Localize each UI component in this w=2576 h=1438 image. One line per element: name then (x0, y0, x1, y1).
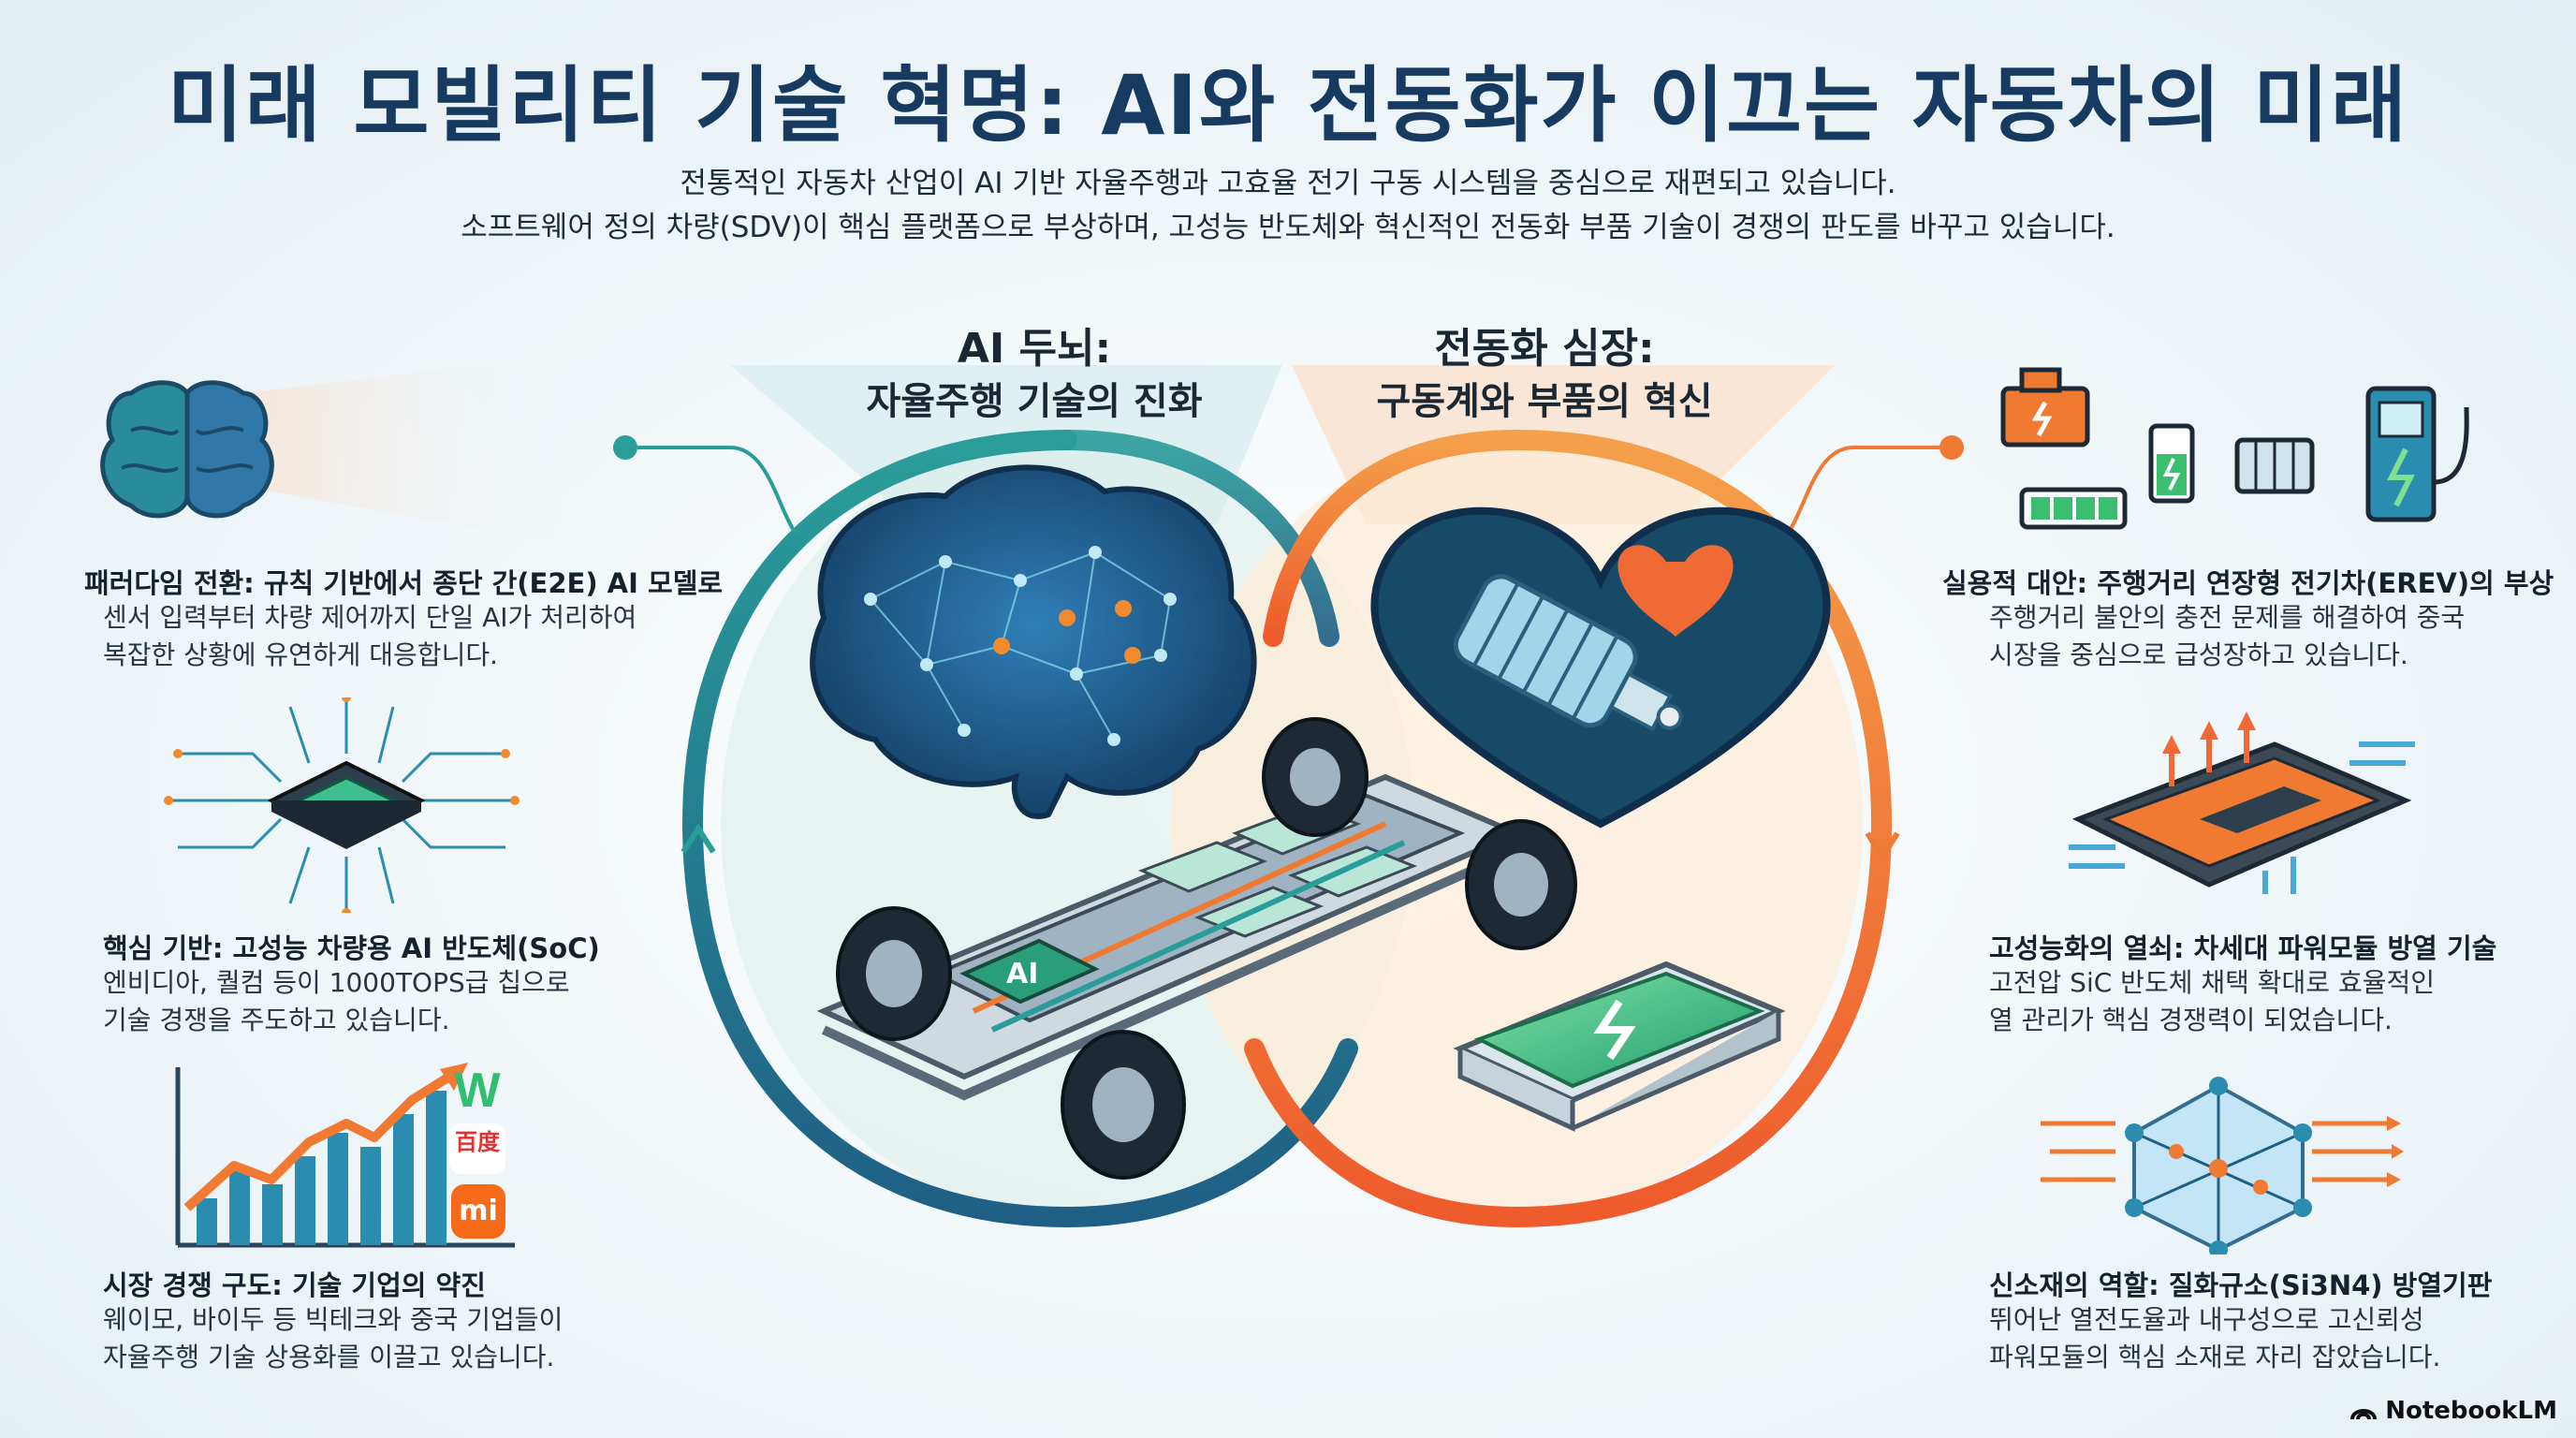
notebooklm-label: NotebookLM (2385, 1397, 2557, 1425)
battery-bar-icon (2019, 487, 2128, 530)
brain-icon (100, 356, 562, 543)
growth-chart-icon (175, 1063, 515, 1248)
ai-brain-heading: AI 두뇌: (957, 325, 1112, 373)
engine-battery-charger-icon (2000, 367, 2469, 530)
ev-heart-subheading: 구동계와 부품의 혁신 (1376, 380, 1713, 423)
right-item-1-desc-2: 시장을 중심으로 급성장하고 있습니다. (1989, 639, 2408, 670)
ev-heart-heading: 전동화 심장: (1434, 325, 1655, 373)
page-title: 미래 모빌리티 기술 혁명: AI와 전동화가 이끄는 자동차의 미래 (167, 57, 2409, 154)
left-item-2-title: 핵심 기반: 고성능 차량용 AI 반도체(SoC) (103, 932, 600, 964)
left-item-3-desc-2: 자율주행 기술 상용화를 이끌고 있습니다. (103, 1342, 555, 1372)
notebooklm-watermark: NotebookLM (2349, 1397, 2557, 1425)
xiaomi-logo: mi (451, 1184, 505, 1239)
left-item-3-desc-1: 웨이모, 바이두 등 빅테크와 중국 기업들이 (103, 1304, 564, 1335)
left-item-3-title: 시장 경쟁 구도: 기술 기업의 약진 (103, 1269, 486, 1301)
left-item-1-desc-1: 센서 입력부터 차량 제어까지 단일 AI가 처리하여 (103, 602, 637, 633)
baidu-logo: 百度 (449, 1123, 505, 1174)
chip-icon (164, 697, 520, 913)
right-item-3-desc-1: 뛰어난 열전도율과 내구성으로 고신뢰성 (1989, 1304, 2424, 1335)
engine-icon (2000, 367, 2090, 448)
ai-brain-subheading: 자율주행 기술의 진화 (866, 380, 1203, 423)
right-item-2-desc-2: 열 관리가 핵심 경쟁력이 되었습니다. (1989, 1005, 2393, 1035)
left-item-1-desc-2: 복잡한 상황에 유연하게 대응합니다. (103, 639, 499, 670)
right-item-2-title: 고성능화의 열쇠: 차세대 파워모듈 방열 기술 (1989, 932, 2497, 964)
subtitle-line-1: 전통적인 자동차 산업이 AI 기반 자율주행과 고효율 전기 구동 시스템을 … (680, 167, 1896, 200)
right-item-1-title: 실용적 대안: 주행거리 연장형 전기차(EREV)의 부상 (1942, 567, 2554, 599)
battery-vertical-icon (2148, 423, 2195, 504)
ev-charger-icon (2365, 386, 2469, 522)
right-item-2-desc-1: 고전압 SiC 반도체 채택 확대로 효율적인 (1989, 967, 2436, 998)
left-item-1-title: 패러다임 전환: 규칙 기반에서 종단 간(E2E) AI 모델로 (84, 567, 724, 599)
left-item-2-desc-2: 기술 경쟁을 주도하고 있습니다. (103, 1005, 450, 1035)
power-module-icon (2069, 712, 2415, 894)
right-item-3-title: 신소재의 역할: 질화규소(Si3N4) 방열기판 (1989, 1269, 2493, 1301)
crystal-lattice-icon (2041, 1077, 2404, 1255)
chassis-ai-chip-label: AI (1006, 958, 1038, 990)
notebooklm-logo-icon (2350, 1409, 2378, 1420)
subtitle-line-2: 소프트웨어 정의 차량(SDV)이 핵심 플랫폼으로 부상하며, 고성능 반도체… (461, 211, 2115, 244)
right-item-3-desc-2: 파워모듈의 핵심 소재로 자리 잡았습니다. (1989, 1342, 2441, 1372)
left-item-2-desc-1: 엔비디아, 퀄컴 등이 1000TOPS급 칩으로 (103, 967, 570, 998)
right-item-1-desc-1: 주행거리 불안의 충전 문제를 해결하여 중국 (1989, 602, 2466, 633)
motor-icon (2234, 437, 2315, 494)
waymo-logo: W (454, 1064, 501, 1118)
